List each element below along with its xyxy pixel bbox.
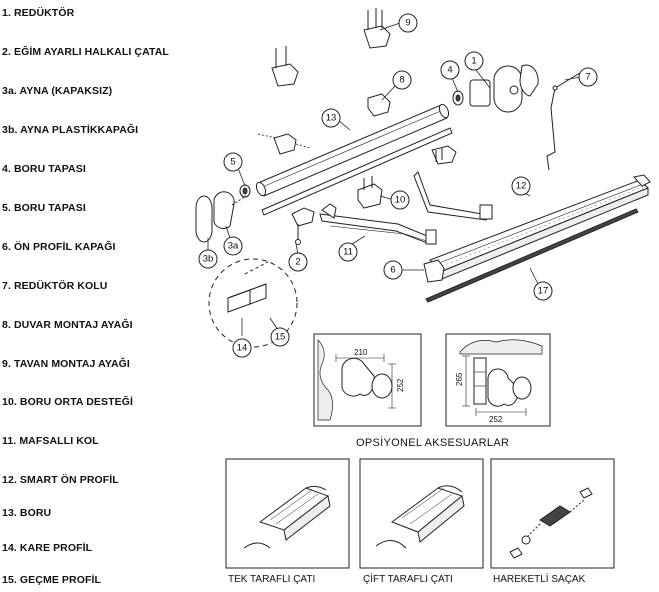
dim-left-width: 210 <box>354 348 368 357</box>
front-profile-cap-6 <box>423 259 445 283</box>
callout-12: 12 <box>511 176 531 196</box>
pipe-plug-5 <box>239 184 251 198</box>
legend-item-ayna: 3a. AYNA (KAPAKSIZ) <box>2 85 113 97</box>
callout-8: 8 <box>392 70 412 90</box>
callout-5-label: 5 <box>230 157 235 168</box>
legend-item-kare-profil: 14. KARE PROFİL <box>2 542 93 554</box>
parts-legend: 1. REDÜKTÖR 2. EĞİM AYARLI HALKALI ÇATAL… <box>0 0 210 592</box>
callout-11: 11 <box>338 242 358 262</box>
callout-14: 14 <box>232 338 252 358</box>
callout-6: 6 <box>383 260 403 280</box>
callout-10: 10 <box>390 190 410 210</box>
callout-3b-label: 3b <box>203 254 214 265</box>
legend-item-boru: 13. BORU <box>2 507 52 519</box>
legend-item-mafsalli-kol: 11. MAFSALLI KOL <box>2 435 99 447</box>
callout-1: 1 <box>464 51 484 71</box>
dim-right-width: 252 <box>489 415 503 424</box>
callout-10-label: 10 <box>395 195 406 206</box>
callout-17: 17 <box>533 281 553 301</box>
articulated-arm-11 <box>319 145 493 245</box>
callout-7-label: 7 <box>585 72 590 83</box>
pipe-plug-4 <box>452 90 464 106</box>
dim-left-height: 252 <box>396 378 405 392</box>
callout-3b: 3b <box>198 249 218 269</box>
reducer-handle-7 <box>546 69 586 171</box>
caption-moving-valance: HAREKETLİ SAÇAK <box>493 572 586 585</box>
callout-13: 13 <box>321 108 341 128</box>
callout-13-label: 13 <box>326 113 337 124</box>
callout-leaders <box>207 22 581 336</box>
callout-5: 5 <box>223 152 243 172</box>
legend-item-reduktor: 1. REDÜKTÖR <box>2 7 75 19</box>
legend-item-reduktor-kolu: 7. REDÜKTÖR KOLU <box>2 280 108 292</box>
legend-item-boru-tapasi-5: 5. BORU TAPASI <box>2 202 86 214</box>
callout-15-label: 15 <box>275 332 286 343</box>
accessory-panel-moving-valance <box>490 458 615 569</box>
legend-item-ayna-kapak: 3b. AYNA PLASTİKKAPAĞI <box>2 124 139 136</box>
rod-17 <box>425 208 639 303</box>
callout-11-label: 11 <box>343 247 353 258</box>
callout-17-label: 17 <box>538 286 549 297</box>
optional-accessories-title: OPSİYONEL AKSESUARLAR <box>356 436 509 449</box>
callout-3a: 3a <box>223 236 243 256</box>
legend-item-duvar-montaj: 8. DUVAR MONTAJ AYAĞI <box>2 319 133 331</box>
callout-8-label: 8 <box>399 75 404 86</box>
callout-9-label: 9 <box>405 18 410 29</box>
ceiling-mount-9 <box>271 8 391 87</box>
callout-6-label: 6 <box>390 265 395 276</box>
callout-12-label: 12 <box>516 181 527 192</box>
accessory-panel-double-roof <box>359 458 484 569</box>
callout-9: 9 <box>398 13 418 33</box>
reducer-1 <box>469 64 539 113</box>
caption-double-roof: ÇİFT TARAFLI ÇATI <box>363 572 453 585</box>
wall-mount-8 <box>257 93 391 155</box>
dimension-box-left: 210 252 <box>313 333 422 427</box>
profile-detail-circle <box>208 258 298 348</box>
dim-right-height: 265 <box>455 372 464 386</box>
legend-item-tavan-montaj: 9. TAVAN MONTAJ AYAĞI <box>2 358 130 370</box>
callout-14-label: 14 <box>237 343 248 354</box>
legend-item-boru-tapasi-4: 4. BORU TAPASI <box>2 163 86 175</box>
callout-4: 4 <box>440 60 460 80</box>
callout-2: 2 <box>288 252 308 272</box>
dimension-box-right: 265 252 <box>445 333 551 427</box>
legend-item-catal: 2. EĞİM AYARLI HALKALI ÇATAL <box>2 46 169 58</box>
callout-2-label: 2 <box>295 257 300 268</box>
callout-7: 7 <box>578 67 598 87</box>
pipe-middle-support-10 <box>357 176 383 209</box>
caption-single-roof: TEK TARAFLI ÇATI <box>228 574 315 585</box>
callout-1-label: 1 <box>471 56 476 67</box>
legend-item-on-profil-kapak: 6. ÖN PROFİL KAPAĞI <box>2 241 116 253</box>
callout-3a-label: 3a <box>228 241 239 252</box>
front-profile-12 <box>429 174 651 280</box>
callout-15: 15 <box>270 327 290 347</box>
legend-item-gecme-profil: 15. GEÇME PROFİL <box>2 574 102 586</box>
callout-4-label: 4 <box>447 65 452 76</box>
legend-item-boru-orta: 10. BORU ORTA DESTEĞİ <box>2 396 134 408</box>
square-bar <box>261 127 453 216</box>
legend-item-smart-on-profil: 12. SMART ÖN PROFİL <box>2 474 119 486</box>
accessory-panel-single-roof <box>225 458 350 569</box>
bracket-3a-3b <box>195 191 247 243</box>
adjustable-fork-2 <box>291 207 315 245</box>
tube-13 <box>255 103 450 197</box>
